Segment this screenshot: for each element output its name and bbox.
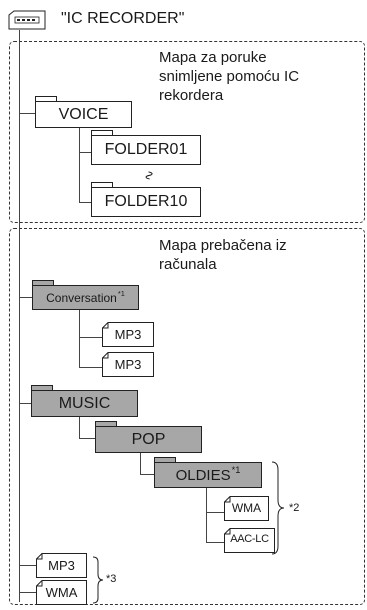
folder01-label: FOLDER01	[104, 141, 188, 158]
root-files-brace	[92, 556, 104, 604]
root-mp3-file-label: MP3	[48, 558, 75, 573]
connector-oldies-file1	[206, 512, 224, 513]
voice-folder-label: VOICE	[58, 105, 109, 123]
conv-mp3-file-1-label: MP3	[114, 327, 142, 342]
region1-caption-line3: rekordera	[159, 87, 224, 104]
connector-root-file1	[19, 565, 36, 566]
conv-mp3-file-1: MP3	[102, 322, 154, 347]
music-children-line	[79, 417, 80, 439]
root-mp3-file: MP3	[36, 553, 87, 578]
connector-oldies	[140, 474, 154, 475]
connector-voice	[19, 113, 35, 114]
folder-range-ellipsis: ∿	[141, 170, 157, 181]
voice-folder-tab	[35, 96, 57, 102]
connector-conv-file1	[79, 337, 102, 338]
pop-folder-label: POP	[131, 430, 166, 448]
computer-folders-region	[9, 228, 365, 605]
root-wma-file: WMA	[36, 580, 87, 605]
oldies-folder-tab	[154, 457, 176, 463]
voice-children-line	[79, 128, 80, 203]
recorder-folders-region	[9, 41, 365, 223]
connector-conversation	[19, 297, 32, 298]
folder01: FOLDER01	[91, 135, 201, 165]
oldies-footnote: *2	[289, 502, 300, 514]
conv-mp3-file-2-label: MP3	[114, 357, 142, 372]
connector-pop	[79, 438, 95, 439]
region1-caption-line1: Mapa za poruke	[159, 49, 267, 66]
conv-mp3-file-2: MP3	[102, 352, 154, 377]
music-folder: MUSIC	[31, 390, 138, 417]
conversation-footnote-mark: *1	[117, 288, 125, 298]
wma-file-label: WMA	[231, 501, 262, 515]
region2-caption-line1: Mapa prebačena iz	[159, 237, 287, 254]
connector-root-file2	[19, 592, 36, 593]
recorder-device-icon	[8, 10, 46, 30]
connector-conv-file2	[79, 367, 102, 368]
connector-music	[19, 403, 31, 404]
aac-lc-file: AAC-LC	[224, 528, 275, 553]
folder10-label: FOLDER10	[104, 193, 188, 210]
oldies-folder: OLDIES*1	[154, 462, 262, 488]
region1-caption-line2: snimljene pomoću IC	[159, 68, 300, 85]
pop-folder: POP	[95, 426, 202, 453]
oldies-footnote-mark: *1	[231, 464, 241, 475]
folder01-tab	[91, 130, 113, 136]
conversation-children-line	[79, 310, 80, 368]
conversation-folder: Conversation*1	[32, 285, 139, 310]
connector-oldies-file2	[206, 542, 224, 543]
folder10-tab	[91, 182, 113, 188]
conversation-folder-tab	[32, 280, 54, 286]
music-folder-label: MUSIC	[58, 394, 111, 412]
region2-caption-line2: računala	[159, 256, 217, 273]
device-title: "IC RECORDER"	[61, 10, 185, 27]
voice-folder: VOICE	[35, 101, 132, 128]
oldies-folder-label: OLDIES	[175, 466, 231, 484]
pop-children-line	[140, 453, 141, 475]
folder10: FOLDER10	[91, 187, 201, 217]
oldies-children-line	[206, 488, 207, 543]
root-wma-file-label: WMA	[45, 585, 78, 600]
oldies-brace	[270, 460, 286, 556]
connector-folder01	[79, 152, 91, 153]
wma-file: WMA	[224, 496, 269, 521]
pop-folder-tab	[95, 421, 117, 427]
conversation-folder-label: Conversation	[46, 290, 117, 305]
aac-lc-file-label: AAC-LC	[230, 533, 269, 545]
connector-folder10	[79, 202, 91, 203]
music-folder-tab	[31, 385, 53, 391]
tree-main-line	[19, 30, 20, 602]
root-files-footnote: *3	[106, 573, 117, 585]
